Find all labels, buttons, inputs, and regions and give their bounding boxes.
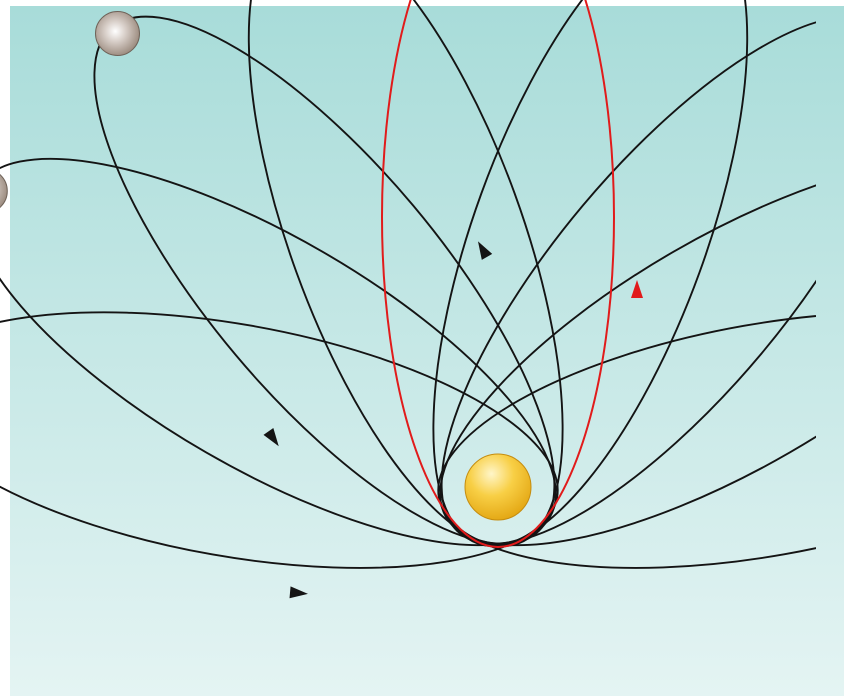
star-body [464, 453, 532, 521]
planet-group [0, 11, 140, 209]
planet [95, 11, 140, 56]
direction-arrow [631, 280, 643, 298]
planet [0, 173, 8, 209]
direction-arrow-group [263, 241, 643, 599]
direction-arrow [478, 241, 493, 260]
orbit-ellipse [247, 0, 564, 547]
highlighted-orbit [381, 0, 615, 548]
orbit-ellipse [0, 311, 559, 569]
orbit-ellipse [439, 157, 816, 547]
orbit-ellipse [440, 15, 816, 545]
panel-background [10, 6, 844, 696]
orbit-ellipse [437, 311, 816, 569]
star [464, 453, 532, 521]
orbit-ellipse [432, 0, 749, 547]
orbit-ellipse [0, 157, 557, 547]
direction-arrow [289, 586, 308, 599]
direction-arrow [263, 428, 279, 447]
